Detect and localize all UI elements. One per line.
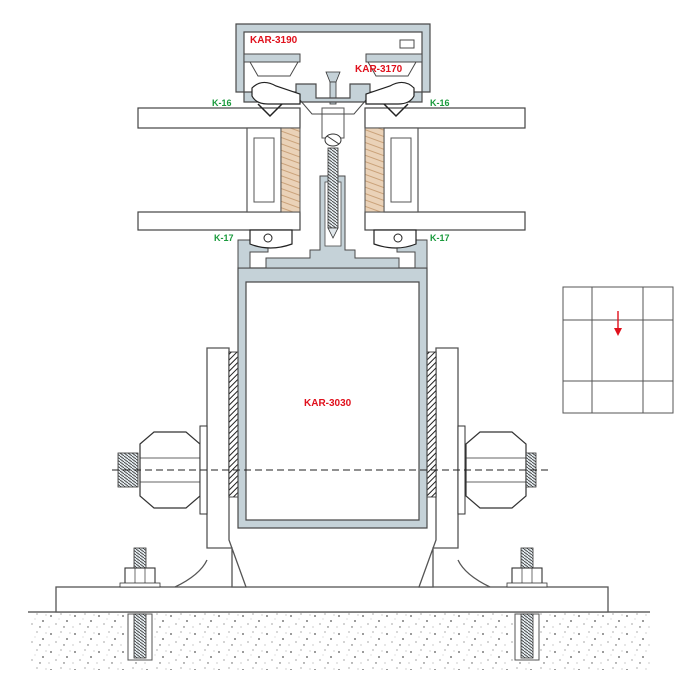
spacer-left bbox=[246, 127, 301, 213]
concrete-slab bbox=[28, 611, 650, 670]
spacer-right bbox=[364, 127, 419, 213]
anchor-rod-right bbox=[514, 613, 540, 661]
base-plate bbox=[55, 586, 609, 613]
fixing-screw bbox=[321, 71, 345, 239]
rubber-pad-right bbox=[426, 351, 437, 498]
cover-cap bbox=[235, 23, 431, 93]
gasket-top-left bbox=[251, 81, 301, 118]
anchor-rod-left bbox=[127, 613, 153, 661]
glass-pane-inner bbox=[137, 211, 526, 231]
anchor-bolt-right bbox=[506, 547, 548, 588]
location-key-grid bbox=[562, 286, 674, 414]
glass-pane-outer bbox=[137, 107, 526, 129]
gasket-bottom-left bbox=[249, 229, 293, 249]
rubber-pad-left bbox=[228, 351, 239, 498]
label-gasket-top-right: K-16 bbox=[430, 98, 450, 108]
through-bolt-assembly bbox=[112, 425, 550, 515]
label-kar-3030: KAR-3030 bbox=[304, 398, 352, 409]
label-gasket-top-left: K-16 bbox=[212, 98, 232, 108]
gasket-bottom-right bbox=[373, 229, 417, 249]
label-gasket-bottom-right: K-17 bbox=[430, 233, 450, 243]
label-kar-3170: KAR-3170 bbox=[355, 64, 403, 75]
anchor-bolt-left bbox=[119, 547, 161, 588]
gasket-top-right bbox=[365, 81, 415, 118]
label-kar-3190: KAR-3190 bbox=[250, 35, 298, 46]
label-gasket-bottom-left: K-17 bbox=[214, 233, 234, 243]
down-arrow-icon bbox=[614, 311, 622, 336]
base-bracket-right bbox=[418, 347, 491, 588]
